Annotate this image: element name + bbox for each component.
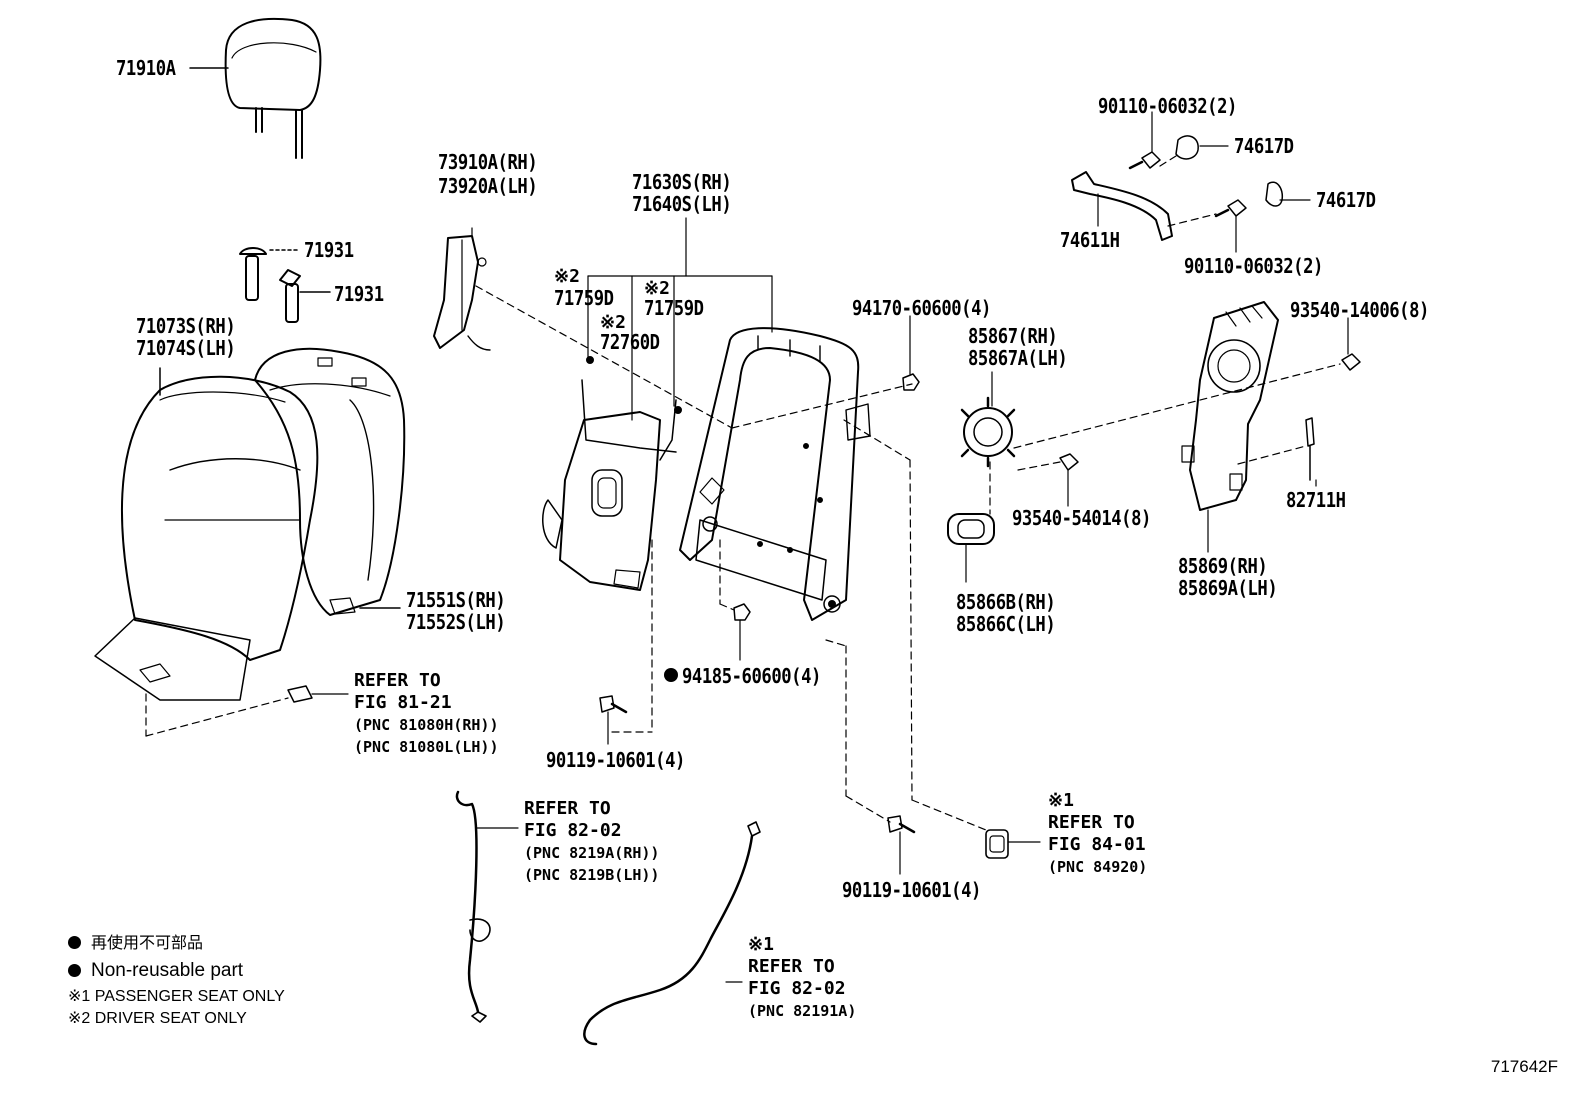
screw-93540-54014-label: 93540-54014(8)	[1012, 506, 1151, 530]
ref1-fig: FIG 81-21	[354, 692, 452, 713]
legend-dot-icon	[68, 964, 81, 977]
lumbar-support-label: 72760D	[600, 330, 660, 354]
side-board-rh-label: 85869(RH)	[1178, 554, 1268, 578]
legend-note-1: ※1 PASSENGER SEAT ONLY	[68, 988, 285, 1005]
side-cover-lh-label: 73920A(LH)	[438, 174, 538, 198]
ref4-fig: FIG 82-02	[748, 978, 846, 999]
legend-dot-icon	[68, 936, 81, 949]
driver-only-note-b: ※2	[644, 278, 670, 299]
dashed-assembly-lines	[145, 155, 1341, 831]
seatback-frame-drawing	[679, 327, 871, 621]
ref1-refer-to: REFER TO	[354, 670, 441, 691]
ref3-pnc-lh: (PNC 8219B(LH))	[524, 866, 660, 884]
side-board-drawing	[1181, 301, 1315, 511]
legend-english: Non-reusable part	[68, 961, 243, 980]
grip-label: 74611H	[1060, 228, 1120, 252]
knob-drawing	[960, 396, 1016, 468]
legend-japanese-text: 再使用不可部品	[91, 935, 204, 952]
ref1-pnc-lh: (PNC 81080L(LH))	[354, 738, 499, 756]
ref2-note: ※1	[1048, 790, 1074, 811]
ref3-fig: FIG 82-02	[524, 820, 622, 841]
ref4-note: ※1	[748, 934, 774, 955]
ref4-pnc: (PNC 82191A)	[748, 1002, 857, 1020]
headrest-drawing	[189, 17, 322, 159]
headrest-label: 71910A	[116, 56, 176, 80]
ref4-refer-to: REFER TO	[748, 956, 835, 977]
ref2-refer-to: REFER TO	[1048, 812, 1135, 833]
seatback-pad-drawing	[254, 347, 406, 616]
ref1-pnc-rh: (PNC 81080H(RH))	[354, 716, 499, 734]
headrest-support-label-1: 71931	[304, 238, 354, 262]
legend-japanese: 再使用不可部品	[68, 936, 203, 952]
ref2-fig: FIG 84-01	[1048, 834, 1146, 855]
knob-lh-label: 85867A(LH)	[968, 346, 1068, 370]
fasteners-drawing	[599, 151, 1361, 834]
reference-parts-drawing	[287, 685, 1009, 859]
driver-only-note-c: ※2	[600, 312, 626, 333]
frame-lh-label: 71640S(LH)	[632, 192, 732, 216]
cap-label-2: 74617D	[1316, 188, 1376, 212]
side-cover-rh-label: 73910A(RH)	[438, 150, 538, 174]
nut-94170-label: 94170-60600(4)	[852, 296, 991, 320]
non-reusable-marker	[664, 668, 678, 682]
bezel-drawing	[947, 513, 995, 545]
ref2-pnc: (PNC 84920)	[1048, 858, 1148, 876]
bezel-rh-label: 85866B(RH)	[956, 590, 1056, 614]
clip-label: 82711H	[1286, 488, 1346, 512]
legend-note-2: ※2 DRIVER SEAT ONLY	[68, 1010, 247, 1027]
side-board-lh-label: 85869A(LH)	[1178, 576, 1278, 600]
seatback-pad-lh-label: 71552S(LH)	[406, 610, 506, 634]
frame-rh-label: 71630S(RH)	[632, 170, 732, 194]
driver-only-note-a: ※2	[554, 266, 580, 287]
diagram-id: 717642F	[1490, 1057, 1558, 1076]
headrest-supports-drawing	[239, 247, 331, 323]
seatback-pad-rh-label: 71551S(RH)	[406, 588, 506, 612]
bolt-90110-bottom-label: 90110-06032(2)	[1184, 254, 1323, 278]
seatback-cover-rh-label: 71073S(RH)	[136, 314, 236, 338]
spring-label-b: 71759D	[644, 296, 704, 320]
leader-lines	[311, 111, 1349, 983]
screw-93540-14006-label: 93540-14006(8)	[1290, 298, 1429, 322]
lumbar-support-drawing	[542, 356, 682, 591]
spring-label-a: 71759D	[554, 286, 614, 310]
bezel-lh-label: 85866C(LH)	[956, 612, 1056, 636]
ref3-pnc-rh: (PNC 8219A(RH))	[524, 844, 660, 862]
legend-english-text: Non-reusable part	[91, 960, 244, 981]
ref3-refer-to: REFER TO	[524, 798, 611, 819]
headrest-support-label-2: 71931	[334, 282, 384, 306]
nut-94185-label: 94185-60600(4)	[682, 664, 821, 688]
knob-rh-label: 85867(RH)	[968, 324, 1058, 348]
seatback-cover-drawing	[94, 367, 319, 701]
cap-label-1: 74617D	[1234, 134, 1294, 158]
seatback-cover-lh-label: 71074S(LH)	[136, 336, 236, 360]
bolt-90110-top-label: 90110-06032(2)	[1098, 94, 1237, 118]
wire-harness-drawing	[455, 790, 761, 1046]
bolt-90119-label-b: 90119-10601(4)	[842, 878, 981, 902]
side-cover-drawing	[433, 227, 491, 351]
bolt-90119-label-a: 90119-10601(4)	[546, 748, 685, 772]
